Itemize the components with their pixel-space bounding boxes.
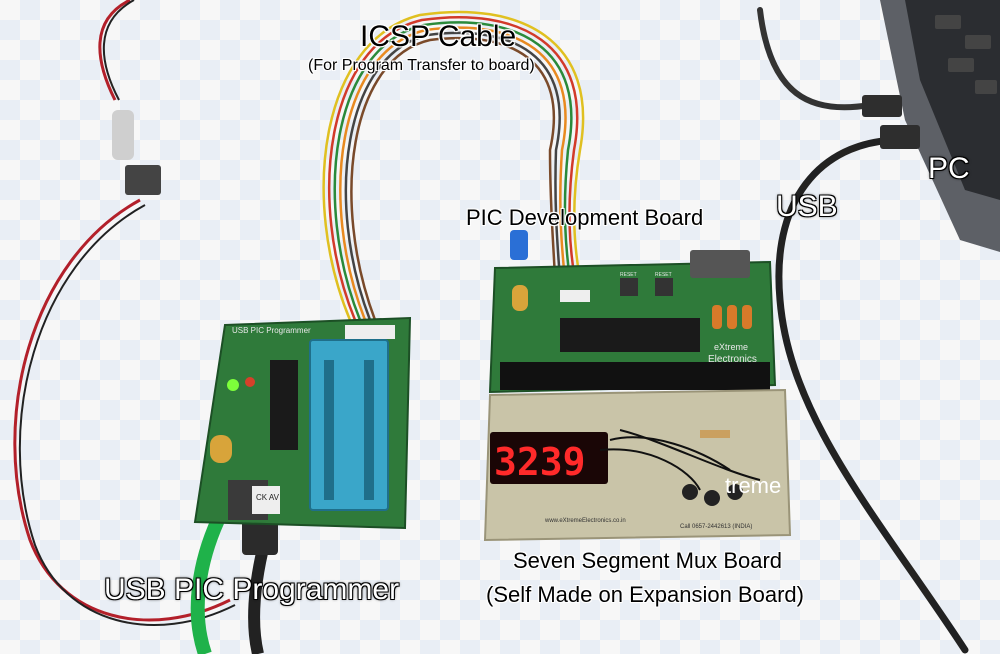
icsp-ribbon-cable	[322, 10, 585, 321]
label-seven-segment-mux-board: Seven Segment Mux Board	[513, 548, 783, 573]
programmer-silk-title: USB PIC Programmer	[232, 326, 311, 335]
dev-board-button-1: RESET	[620, 272, 637, 278]
usb-cable-to-pc	[757, 7, 969, 654]
dev-board-brand-1: eXtreme	[714, 342, 748, 352]
label-icsp-cable: ICSP Cable	[360, 20, 517, 53]
label-mux-board-subtitle: (Self Made on Expansion Board)	[486, 582, 804, 607]
label-usb-pic-programmer: USB PIC Programmer	[104, 573, 400, 606]
expansion-board-phone: Call 0657-2442613 (INDIA)	[680, 524, 752, 530]
label-usb: USB	[776, 190, 838, 223]
label-pic-development-board: PIC Development Board	[466, 205, 704, 230]
dev-board-brand-2: Electronics	[708, 354, 757, 365]
dev-board-button-2: RESET	[655, 272, 672, 278]
pic-development-board: eXtreme Electronics RESET RESET	[488, 230, 777, 394]
seven-segment-digits: 3239	[494, 440, 586, 484]
label-pc: PC	[928, 152, 970, 185]
seven-segment-mux-board: 3239 treme www.eXtremeElectronics.co.in …	[483, 388, 792, 542]
power-wire	[13, 0, 236, 626]
expansion-board-brand: treme	[725, 473, 781, 498]
laptop	[880, 0, 1000, 252]
usb-pic-programmer-board: USB PIC Programmer CK AV	[193, 316, 412, 530]
label-icsp-subtitle: (For Program Transfer to board)	[308, 57, 535, 74]
tape-note: CK AV	[256, 493, 280, 502]
expansion-board-url: www.eXtremeElectronics.co.in	[544, 518, 626, 524]
